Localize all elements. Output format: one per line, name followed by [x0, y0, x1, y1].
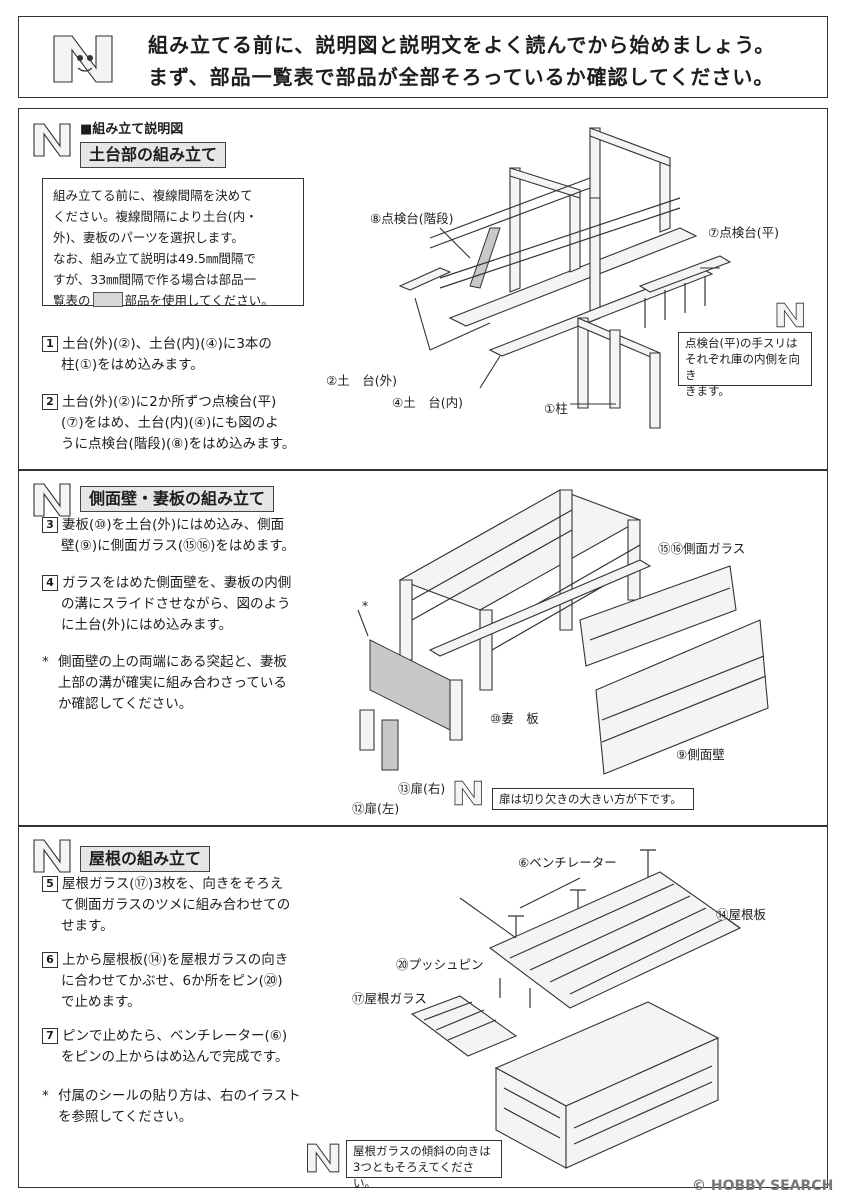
roof-assembly-diagram [410, 849, 742, 1169]
step-text: をピンの上からはめ込んで完成です。 [61, 1049, 289, 1065]
mascot-icon [33, 839, 71, 873]
label-star: * [362, 598, 369, 613]
step-text: 土台(外)(②)に2か所ずつ点検台(平) [62, 394, 277, 410]
step-text: 柱(①)をはめ込みます。 [61, 357, 204, 373]
label-part-13: ⑬扉(右) [398, 781, 446, 796]
label-part-17: ⑰屋根ガラス [352, 991, 427, 1006]
label-part-1: ①柱 [544, 401, 568, 416]
step-text: 土台(外)(②)、土台(内)(④)に3本の [62, 336, 272, 352]
label-part-20: ⑳プッシュピン [396, 957, 484, 972]
label-part-15-16: ⑮⑯側面ガラス [658, 541, 746, 556]
mascot-icon [776, 302, 804, 328]
step-text: せます。 [61, 918, 114, 934]
watermark: © HOBBY SEARCH [692, 1178, 834, 1194]
step-text: (⑦)をはめ、土台(内)(④)にも図のよ [61, 415, 279, 431]
label-part-8: ⑧点検台(階段) [370, 211, 454, 226]
step-text: で止めます。 [61, 994, 141, 1010]
walls-assembly-diagram [357, 489, 769, 775]
step-number: 7 [42, 1028, 58, 1044]
note-doors: 扉は切り欠きの大きい方が下です。 [492, 788, 694, 810]
label-part-7: ⑦点検台(平) [708, 225, 779, 240]
intro-line: 覧表の 部品を使用してください。 [53, 290, 293, 311]
step-text: に合わせてかぶせ、6か所をピン(⑳) [61, 973, 283, 989]
intro-line: 外)、妻板のパーツを選択します。 [53, 230, 244, 245]
intro-line: ください。複線間隔により土台(内・ [53, 209, 258, 224]
step-number: 4 [42, 575, 58, 591]
note-line: 3つともそろえてください。 [353, 1160, 475, 1190]
note-line: 屋根ガラスの傾斜の向きは [353, 1144, 491, 1158]
asterisk: * [42, 654, 49, 670]
label-part-4: ④土 台(内) [392, 395, 463, 410]
star-note-roof: * 付属のシールの貼り方は、右のイラスト を参照してください。 [42, 1086, 327, 1128]
mascot-icon [53, 35, 113, 83]
section-roof [18, 826, 828, 1188]
note-roof-glass: 屋根ガラスの傾斜の向きは 3つともそろえてください。 [346, 1140, 502, 1190]
step-number: 3 [42, 517, 58, 533]
step-number: 6 [42, 952, 58, 968]
mascot-icon [307, 1143, 340, 1173]
label-part-12: ⑫扉(左) [352, 801, 400, 816]
note-line: 点検台(平)の手スリは [685, 336, 798, 350]
step-text: 側面壁の上の両端にある突起と、妻板 [58, 654, 287, 670]
header-line-1: 組み立てる前に、説明図と説明文をよく読んでから始めましょう。 [148, 33, 776, 57]
mascot-icon [33, 123, 71, 157]
label-part-6: ⑥ベンチレーター [518, 855, 617, 870]
step-text: 上から屋根板(⑭)を屋根ガラスの向き [62, 952, 289, 968]
note-platform: 点検台(平)の手スリは それぞれ庫の内側を向き きます。 [678, 332, 812, 398]
step-text: に土台(外)にはめ込みます。 [61, 617, 233, 633]
section-title-base: 土台部の組み立て [80, 142, 227, 168]
section-base [18, 108, 828, 470]
step-text: を参照してください。 [58, 1109, 193, 1125]
section-heading: ■組み立て説明図 [80, 122, 184, 137]
step-number: 1 [42, 336, 58, 352]
step-number: 2 [42, 394, 58, 410]
mascot-icon [454, 780, 482, 806]
step-text: か確認してください。 [58, 696, 193, 712]
label-part-2: ②土 台(外) [326, 373, 397, 388]
step-text: ピンで止めたら、ベンチレーター(⑥) [62, 1028, 288, 1044]
header-line-2: まず、部品一覧表で部品が全部そろっているか確認してください。 [148, 65, 775, 89]
intro-line: なお、組み立て説明は49.5㎜間隔で [53, 251, 256, 266]
star-note-walls: * 側面壁の上の両端にある突起と、妻板 上部の溝が確実に組み合わさっている か確認… [42, 652, 327, 715]
note-line: きます。 [685, 384, 730, 398]
base-assembly-diagram [398, 127, 732, 429]
asterisk: * [42, 1088, 49, 1104]
label-part-9: ⑨側面壁 [676, 747, 725, 762]
step-text: の溝にスライドさせながら、図のよう [61, 596, 291, 612]
label-part-10: ⑩妻 板 [490, 711, 539, 726]
section-title-walls: 側面壁・妻板の組み立て [80, 486, 275, 512]
step-text: て側面ガラスのツメに組み合わせての [61, 897, 291, 913]
step-text: 付属のシールの貼り方は、右のイラスト [58, 1088, 301, 1104]
step-text: 屋根ガラス(⑰)3枚を、向きをそろえ [62, 876, 284, 892]
header-box [18, 16, 828, 98]
intro-text: 覧表の [53, 293, 91, 308]
step-text: 上部の溝が確実に組み合わさっている [58, 675, 287, 691]
step-text: ガラスをはめた側面壁を、妻板の内側 [62, 575, 292, 591]
mascot-icon [33, 483, 71, 517]
label-part-14: ⑭屋根板 [716, 907, 767, 922]
intro-box: 組み立てる前に、複線間隔を決めて ください。複線間隔により土台(内・ 外)、妻板… [42, 178, 304, 308]
section-walls [18, 470, 828, 826]
step-text: 妻板(⑩)を土台(外)にはめ込み、側面 [62, 517, 285, 533]
section-title-roof: 屋根の組み立て [80, 846, 211, 872]
note-line: それぞれ庫の内側を向き [685, 352, 800, 382]
step-text: うに点検台(階段)(⑧)をはめ込みます。 [61, 436, 296, 452]
intro-text: 部品を使用してください。 [124, 293, 274, 308]
step-text: 壁(⑨)に側面ガラス(⑮⑯)をはめます。 [61, 538, 296, 554]
intro-line: 組み立てる前に、複線間隔を決めて [53, 188, 253, 203]
intro-line: すが、33㎜間隔で作る場合は部品一 [53, 272, 257, 287]
highlight-swatch [92, 292, 123, 307]
step-number: 5 [42, 876, 58, 892]
